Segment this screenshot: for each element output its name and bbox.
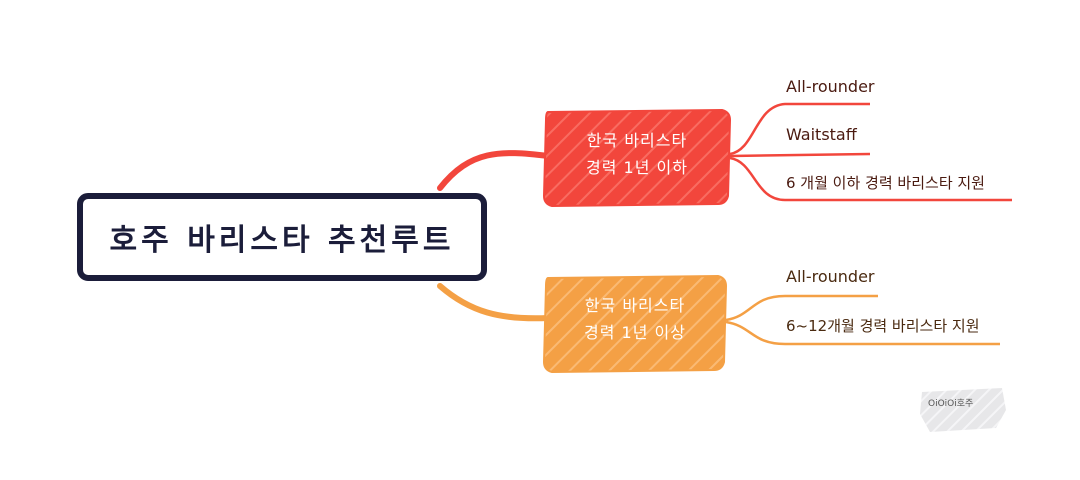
branch-1-label-line1: 한국 바리스타 (586, 131, 688, 150)
leaf-b1-all-rounder[interactable]: All-rounder (786, 77, 875, 96)
connector-b1-leaf1 (729, 102, 870, 156)
branch-node-1[interactable] (542, 108, 732, 208)
connector-root-branch2 (437, 283, 551, 322)
branch-2-label-line1: 한국 바리스타 (584, 296, 686, 315)
branch-node-2[interactable] (542, 274, 728, 374)
branch-2-label: 한국 바리스타 경력 1년 이상 (546, 292, 724, 346)
branch-2-label-line2: 경력 1년 이상 (584, 323, 686, 342)
connector-b1-leaf2 (729, 152, 871, 158)
connector-b1-leaf3 (729, 156, 1012, 202)
connector-root-branch1 (437, 150, 551, 191)
branch-1-label: 한국 바리스타 경력 1년 이하 (546, 127, 728, 181)
connector-b2-leaf2 (725, 320, 1000, 346)
leaf-b2-support[interactable]: 6~12개월 경력 바리스타 지원 (786, 317, 980, 335)
leaf-b1-support[interactable]: 6 개월 이하 경력 바리스타 지원 (786, 174, 985, 192)
connector-b2-leaf1 (725, 294, 878, 322)
leaf-b1-waitstaff[interactable]: Waitstaff (786, 125, 857, 144)
watermark-scribble (920, 388, 1006, 432)
branch-1-label-line2: 경력 1년 이하 (586, 158, 688, 177)
watermark-text: OiOiOi호주 (928, 399, 974, 409)
leaf-b2-all-rounder[interactable]: All-rounder (786, 267, 875, 286)
root-title: 호주 바리스타 추천루트 (109, 223, 455, 258)
root-node[interactable] (77, 193, 487, 281)
